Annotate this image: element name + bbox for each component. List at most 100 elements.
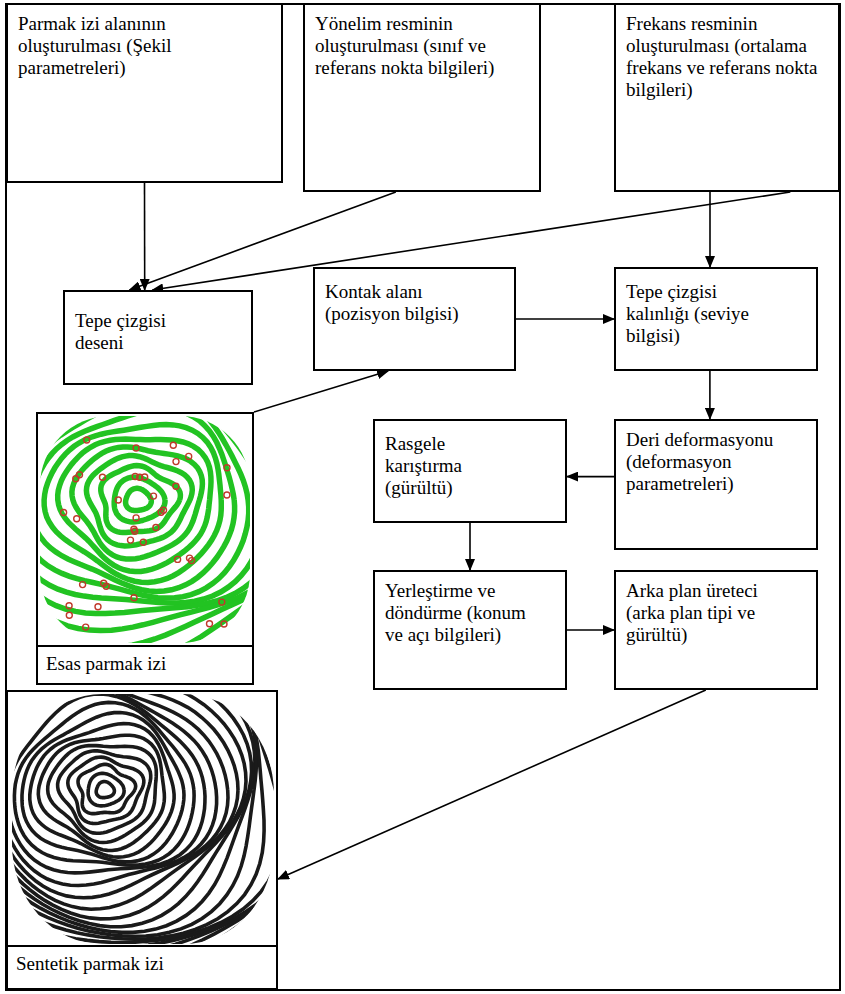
minutia-mark bbox=[100, 474, 106, 480]
minutia-mark bbox=[173, 459, 179, 465]
minutia-mark bbox=[186, 453, 192, 459]
ridge-line bbox=[12, 694, 255, 932]
ridge-line bbox=[12, 694, 274, 944]
minutiae-marks bbox=[61, 437, 230, 630]
ridge-line bbox=[40, 416, 250, 643]
ridge-line bbox=[12, 694, 274, 944]
flow-arrow bbox=[144, 183, 146, 290]
minutia-mark bbox=[133, 445, 139, 451]
image-caption: Esas parmak izi bbox=[38, 645, 252, 683]
ridge-line bbox=[12, 694, 274, 944]
process-box: Deri deformasyonu (deformasyon parametre… bbox=[614, 419, 818, 550]
box-label: Tepe çizgisi kalınlığı (seviye bilgisi) bbox=[616, 269, 786, 353]
ridge-line bbox=[40, 416, 250, 643]
flow-arrow bbox=[567, 476, 614, 478]
ridge-line bbox=[12, 694, 274, 944]
minutia-mark bbox=[221, 621, 227, 627]
box-label: Parmak izi alanının oluşturulması (Şekil… bbox=[8, 5, 198, 85]
box-label: Arka plan üreteci (arka plan tipi ve gür… bbox=[616, 572, 796, 652]
minutia-mark bbox=[219, 599, 225, 605]
ridge-line bbox=[12, 694, 274, 944]
ridge-line bbox=[12, 694, 274, 944]
ridge-line bbox=[12, 694, 274, 944]
ridge-line bbox=[12, 694, 274, 944]
minutia-mark bbox=[66, 603, 72, 609]
image-box: Sentetik parmak izi bbox=[6, 690, 278, 990]
ridge-line bbox=[12, 694, 228, 898]
box-label: Rasgele karıştırma (gürültü) bbox=[375, 421, 525, 505]
ridge-line bbox=[40, 416, 235, 591]
minutia-mark bbox=[224, 492, 230, 498]
image-box: Esas parmak izi bbox=[36, 412, 254, 685]
minutia-mark bbox=[77, 472, 83, 478]
process-box: Rasgele karıştırma (gürültü) bbox=[373, 419, 567, 523]
minutia-mark bbox=[187, 555, 193, 561]
ridge-line bbox=[40, 416, 250, 614]
ridge-line bbox=[12, 694, 274, 944]
flow-arrow bbox=[516, 318, 614, 320]
minutia-mark bbox=[133, 515, 139, 521]
ridge-line bbox=[88, 773, 124, 806]
ridge-line bbox=[40, 416, 250, 643]
minutia-mark bbox=[175, 556, 181, 562]
minutia-mark bbox=[153, 525, 159, 531]
ridge-line bbox=[40, 416, 250, 643]
ridge-line bbox=[12, 694, 238, 909]
ridge-line bbox=[40, 416, 250, 643]
ridge-line bbox=[12, 694, 246, 919]
process-box: Parmak izi alanının oluşturulması (Şekil… bbox=[6, 3, 283, 183]
ridge-line bbox=[40, 416, 250, 643]
process-box: Frekans resminin oluşturulması (ortalama… bbox=[614, 3, 840, 192]
minutia-mark bbox=[170, 442, 176, 448]
minutia-mark bbox=[83, 624, 89, 630]
ridge-line bbox=[40, 416, 249, 598]
minutia-mark bbox=[80, 582, 86, 588]
synthetic-fingerprint bbox=[12, 694, 274, 944]
process-box: Tepe çizgisi deseni bbox=[63, 290, 253, 385]
ridge-line bbox=[12, 694, 274, 944]
ridge-line bbox=[40, 416, 250, 643]
ridge-line bbox=[22, 713, 184, 862]
ridge-line bbox=[12, 694, 274, 944]
minutia-mark bbox=[66, 612, 72, 618]
minutia-mark bbox=[207, 621, 213, 627]
box-label: Yerleştirme ve döndürme (konum ve açı bi… bbox=[375, 572, 555, 652]
ridge-line bbox=[126, 488, 152, 510]
box-label: Tepe çizgisi deseni bbox=[65, 292, 215, 360]
ridge-line bbox=[12, 694, 264, 939]
ridge-line bbox=[86, 456, 192, 546]
ridge-line bbox=[101, 466, 181, 533]
ridge-line bbox=[96, 782, 114, 798]
ridge-line bbox=[40, 416, 250, 643]
master-fingerprint bbox=[40, 416, 250, 643]
ridge-line bbox=[12, 694, 274, 944]
ridge-line bbox=[12, 694, 274, 944]
image-caption: Sentetik parmak izi bbox=[8, 945, 276, 988]
minutia-mark bbox=[95, 604, 101, 610]
flow-arrow bbox=[278, 690, 706, 879]
ridge-line bbox=[40, 416, 250, 643]
minutia-mark bbox=[224, 465, 230, 471]
minutia-mark bbox=[173, 483, 179, 489]
ridge-line bbox=[12, 694, 274, 944]
minutia-mark bbox=[140, 539, 146, 545]
ridge-line bbox=[12, 694, 217, 886]
ridge-line bbox=[12, 694, 252, 927]
box-label: Kontak alanı (pozisyon bilgisi) bbox=[315, 269, 470, 331]
ridge-line bbox=[40, 416, 250, 631]
minutia-mark bbox=[131, 595, 137, 601]
minutia-mark bbox=[101, 580, 107, 586]
flow-arrow bbox=[709, 371, 711, 419]
process-box: Yerleştirme ve döndürme (konum ve açı bi… bbox=[373, 570, 567, 690]
ridge-line bbox=[12, 694, 274, 943]
ridge-line bbox=[12, 694, 257, 936]
ridge-line bbox=[48, 746, 157, 843]
ridge-line bbox=[68, 757, 144, 823]
ridge-line bbox=[40, 416, 250, 643]
box-label: Yönelim resminin oluşturulması (sınıf ve… bbox=[305, 5, 539, 85]
process-box: Tepe çizgisi kalınlığı (seviye bilgisi) bbox=[614, 267, 818, 371]
flow-arrow bbox=[567, 629, 614, 631]
flow-arrow bbox=[254, 371, 388, 412]
ridge-line bbox=[12, 694, 274, 944]
